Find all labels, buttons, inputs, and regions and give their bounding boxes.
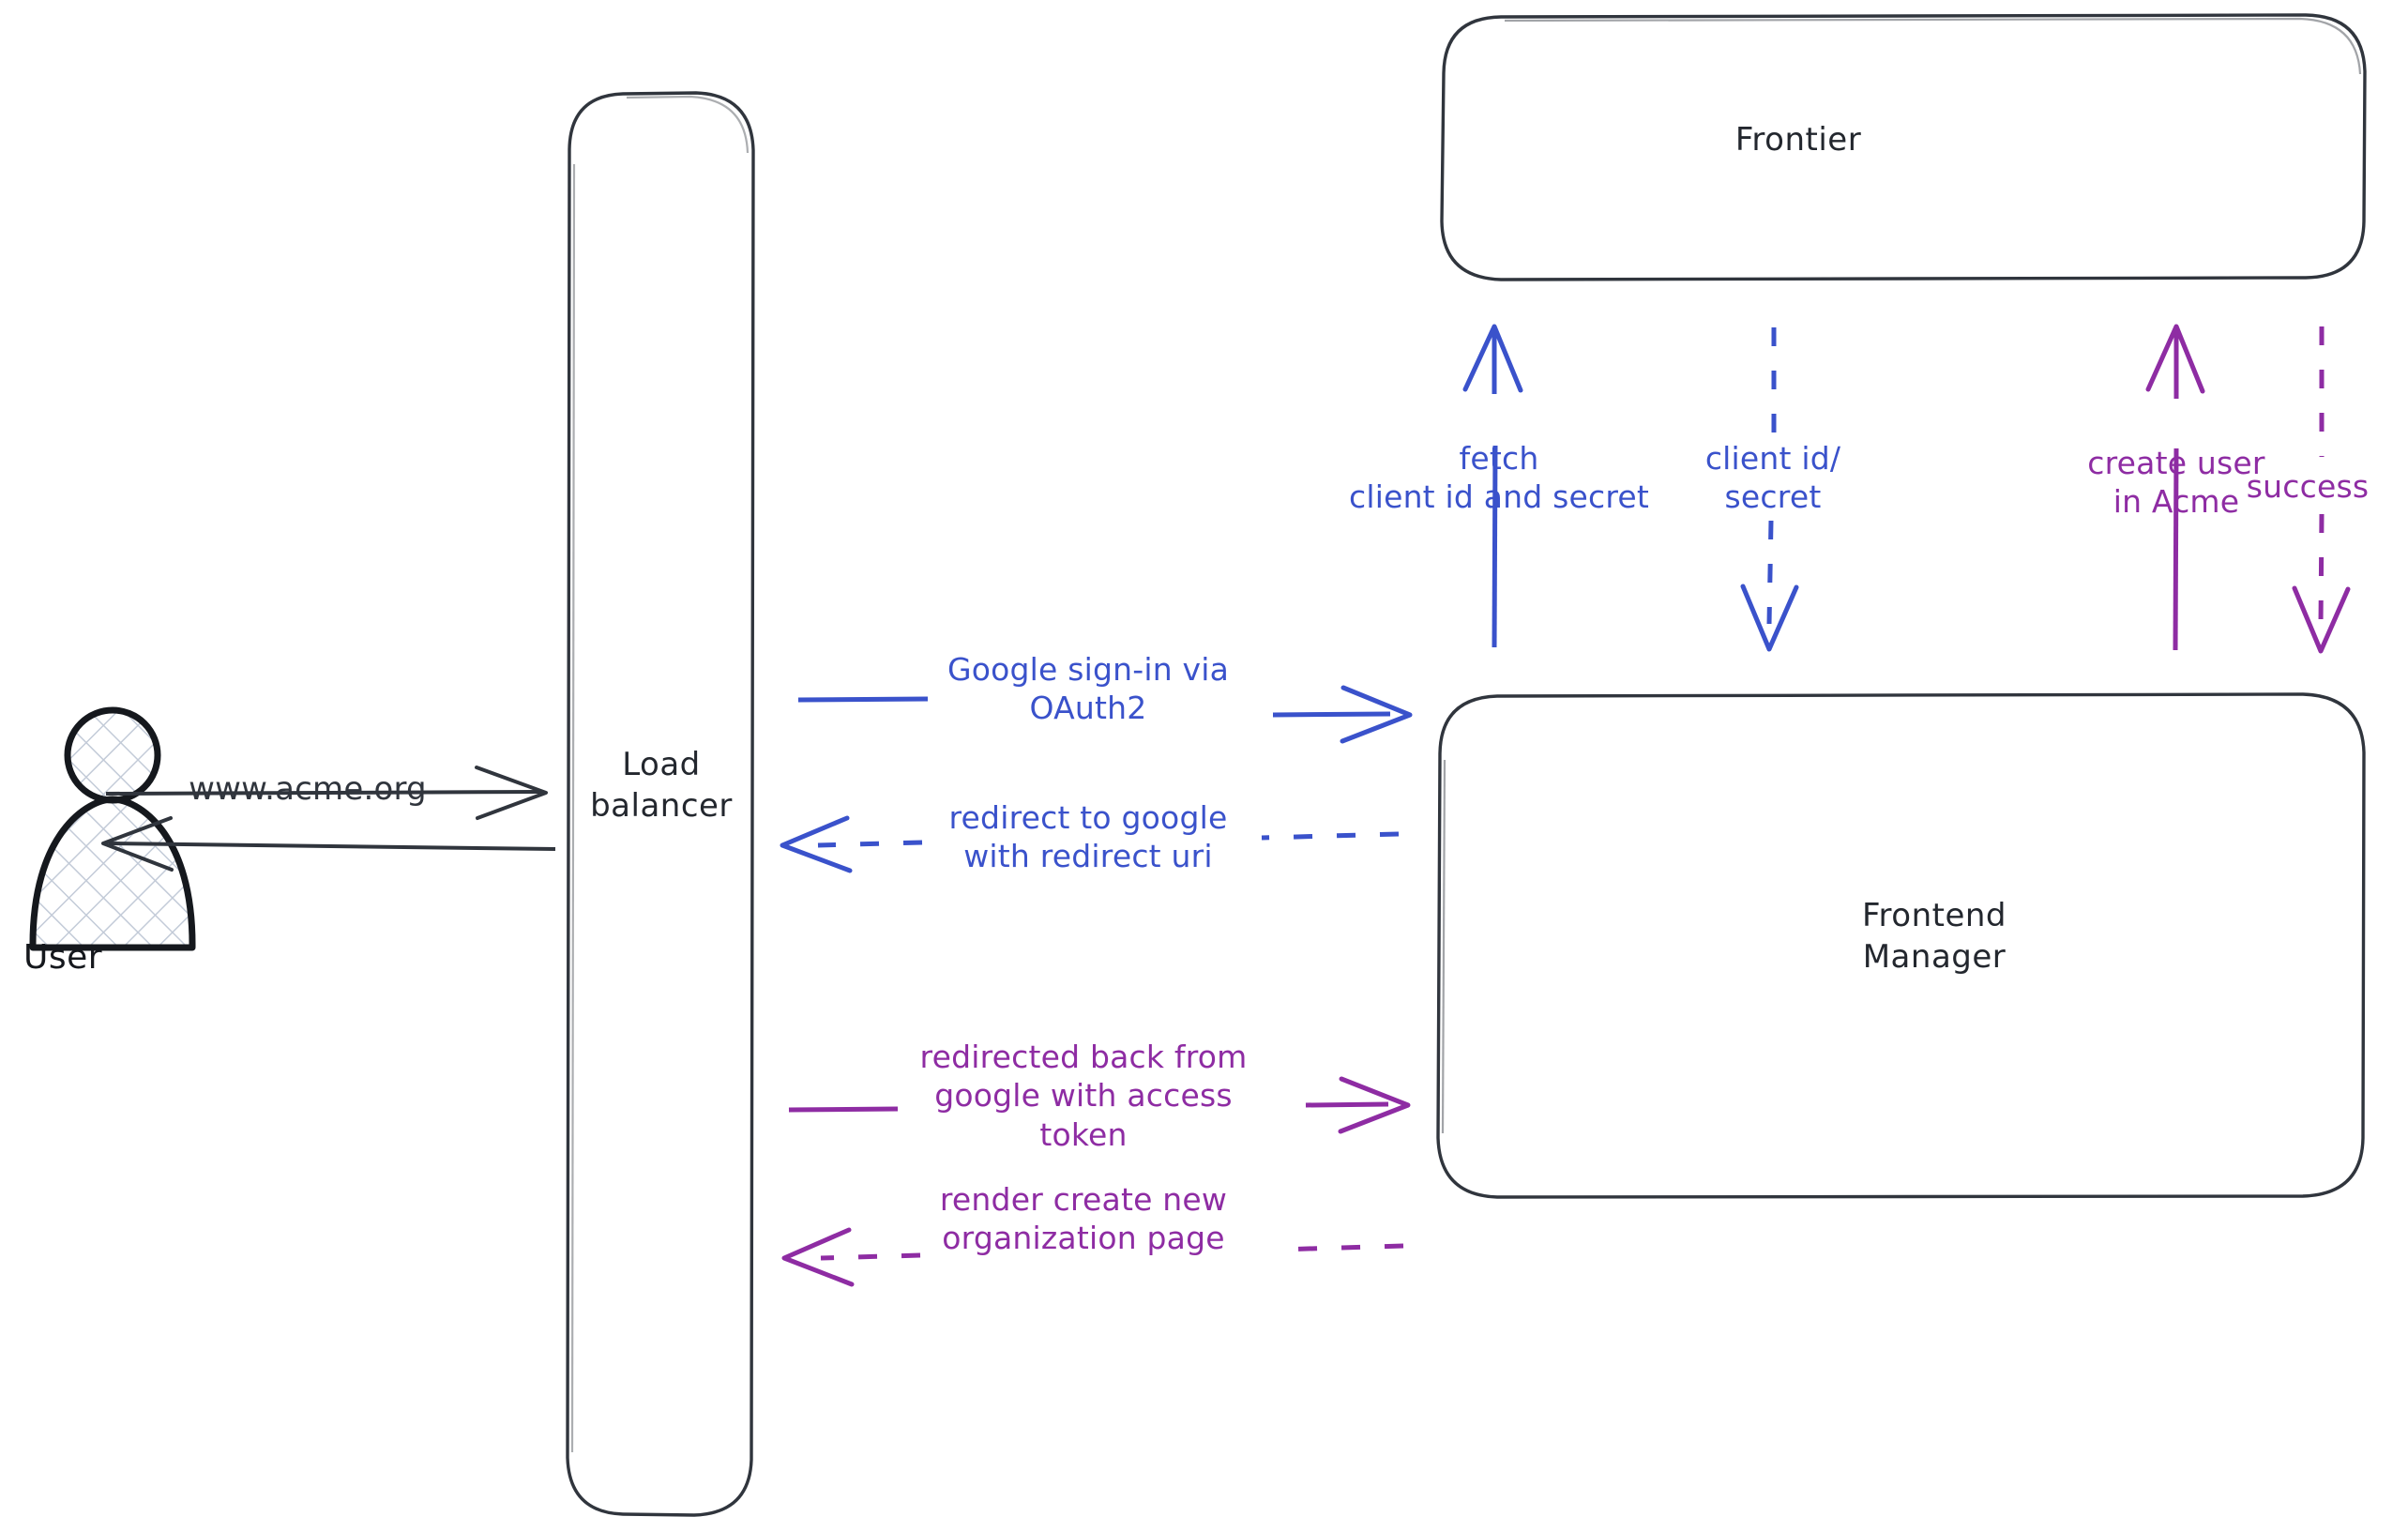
edge-client-id-secret [1740,327,1799,652]
node-frontier[interactable] [1440,13,2367,281]
actor-user[interactable] [29,706,196,951]
edge-redirected-back-from-google [788,1076,1411,1134]
node-frontend-manager[interactable] [1436,692,2366,1199]
edge-google-signin-oauth2 [797,685,1413,744]
edge-success [2292,326,2351,654]
edge-fetch-client-id-and-secret [1462,324,1523,648]
edge-user-to-lb [105,766,548,820]
edge-create-user-in-acme [2145,324,2205,651]
node-load-balancer[interactable] [566,91,755,1517]
edge-lb-to-user [101,816,556,872]
edge-redirect-to-google [780,815,1400,873]
edge-render-create-new-organization-page [781,1227,1404,1287]
actor-label-user: User [23,938,103,977]
